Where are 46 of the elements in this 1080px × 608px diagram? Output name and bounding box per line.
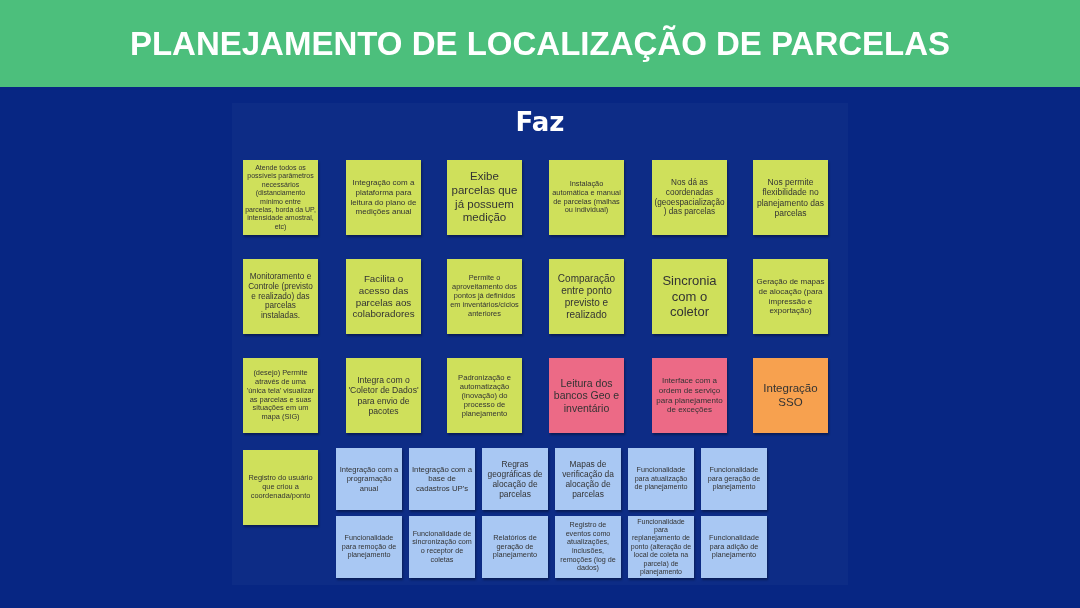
board-panel [232, 103, 848, 585]
sticky-note [336, 516, 402, 578]
note-text: Regras geográficas de alocação de parcelas [486, 458, 544, 500]
sticky-note [346, 160, 421, 235]
sticky-note [336, 448, 402, 510]
sticky-note [243, 358, 318, 433]
note-text: Integração com a plataforma para leitura do plano de medições anual [349, 178, 418, 217]
note-text: Leitura dos bancos Geo e inventário [552, 376, 621, 415]
note-text: Integra com o 'Coletor de Dados' para envio de pacotes [348, 374, 419, 417]
sticky-note [409, 448, 475, 510]
sticky-note [753, 259, 828, 334]
sticky-note [447, 259, 522, 334]
note-text: Mapas de verificação da alocação de parcelas [561, 458, 615, 500]
sticky-note [549, 358, 624, 433]
sticky-note [652, 160, 727, 235]
sticky-note [447, 160, 522, 235]
note-text: Comparação entre ponto previsto e realizado [556, 272, 617, 321]
page-title: PLANEJAMENTO DE LOCALIZAÇÃO DE PARCELAS [129, 24, 951, 63]
sticky-note [482, 516, 548, 578]
note-text: Sincronia com o coletor [661, 273, 718, 320]
sticky-note [549, 259, 624, 334]
sticky-note [346, 358, 421, 433]
sticky-note [409, 516, 475, 578]
sticky-note [243, 450, 318, 525]
sticky-note [753, 358, 828, 433]
note-text: Integração SSO [762, 381, 819, 410]
note-text: Geração de mapas de alocação (para impressão e exportação) [755, 277, 826, 316]
note-text: Facilita o acesso das parcelas aos colaboradores [351, 273, 416, 320]
sticky-note [652, 259, 727, 334]
board-heading: Faz [515, 107, 565, 137]
sticky-note [482, 448, 548, 510]
sticky-note [628, 448, 694, 510]
sticky-note [753, 160, 828, 235]
note-text: Monitoramento e Controle (previsto e realizado) das parcelas instaladas. [247, 271, 314, 322]
sticky-note [346, 259, 421, 334]
sticky-note [549, 160, 624, 235]
sticky-note [447, 358, 522, 433]
sticky-note [243, 259, 318, 334]
note-text: Exibe parcelas que já possuem medição [450, 169, 519, 226]
note-text: Nos dá as coordenadas (geoespacialização) das parcelas [654, 177, 725, 218]
sticky-note [652, 358, 727, 433]
note-text: Nos permite flexibilidade no planejamento das parcelas [755, 177, 826, 218]
sticky-note [701, 448, 767, 510]
sticky-note [701, 516, 767, 578]
note-text: Interface com a ordem de serviço para planejamento de exceções [655, 376, 724, 415]
sticky-note [555, 448, 621, 510]
